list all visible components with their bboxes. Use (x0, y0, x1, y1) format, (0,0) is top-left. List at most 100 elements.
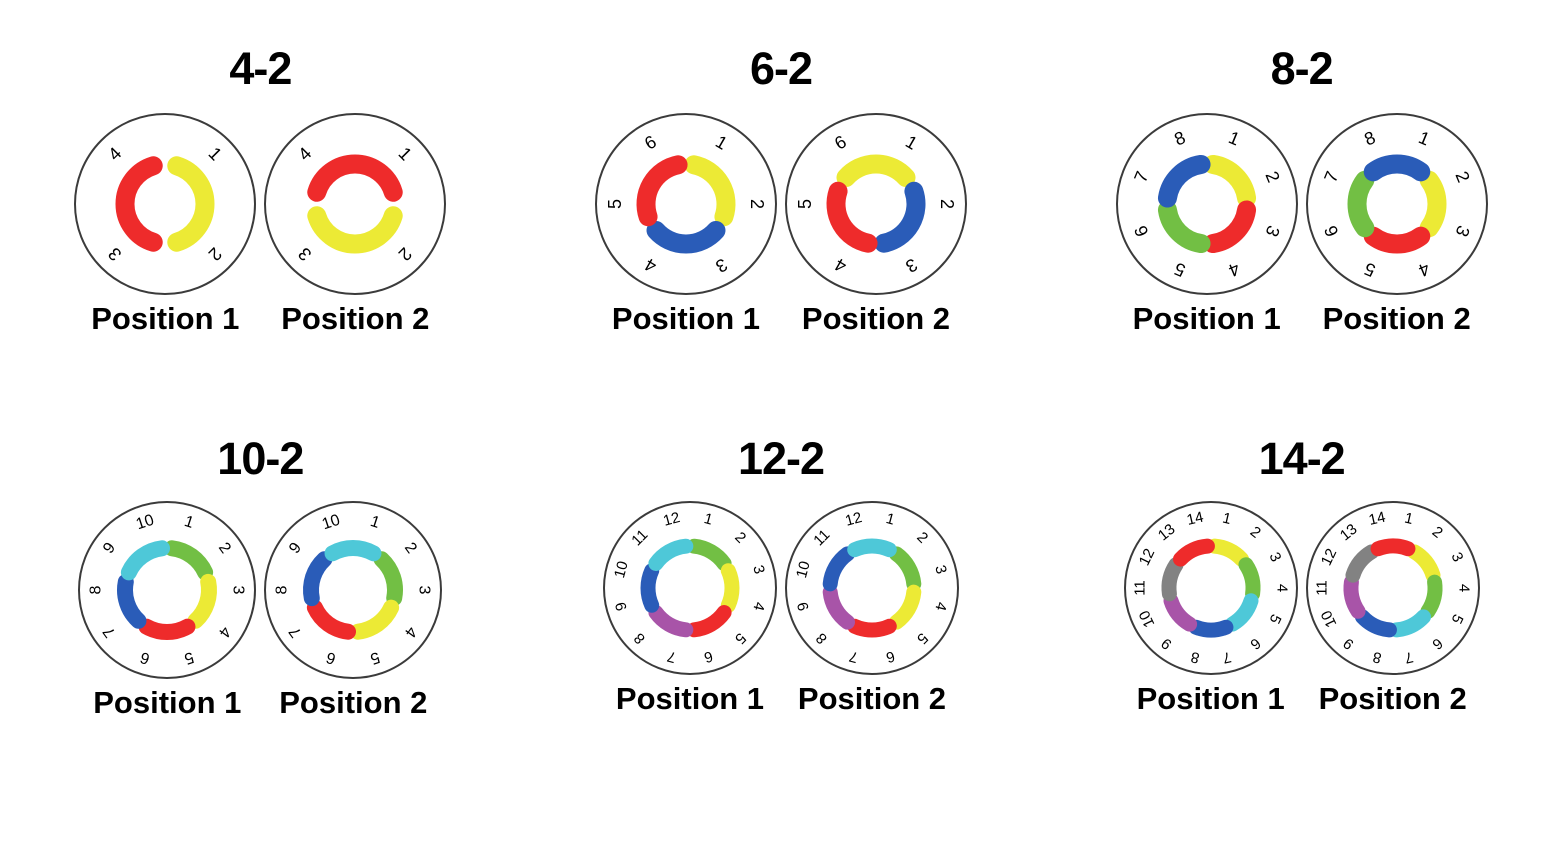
arc-cyan-slot-10-to-1 (121, 540, 171, 581)
arc-cyan-slot-7-to-8 (1388, 609, 1431, 638)
arc-yellow-slot-4-to-5 (187, 573, 218, 629)
slot-label-12: 12 (1317, 546, 1340, 568)
dial-outline-circle (595, 113, 777, 295)
arc-green-slot-2-to-3 (164, 540, 214, 581)
slot-label-10: 10 (320, 512, 342, 534)
slot-label-1: 1 (1403, 510, 1415, 528)
arc-blue-slot-1-to-2 (1363, 154, 1430, 182)
arc-blue-slot-10-to-11 (640, 563, 660, 613)
slot-label-8: 8 (1371, 648, 1383, 666)
slot-label-3: 3 (416, 586, 433, 595)
arc-blue-slot-3-to-4 (874, 181, 926, 253)
arc-yellow-slot-2-to-3 (1203, 154, 1256, 208)
panel-title-4-2: 4-2 (229, 43, 292, 94)
slot-label-12: 12 (1135, 546, 1158, 568)
arc-red-slot-5-to-6 (826, 181, 878, 253)
dial-outline-circle (1115, 113, 1298, 295)
dial-caption: Position 1 (91, 301, 240, 336)
dial-outline-circle (264, 113, 447, 295)
arc-green-slot-2-to-3 (686, 538, 732, 571)
slot-label-8: 8 (88, 585, 105, 594)
arc-yellow-slot-3-to-4 (1406, 544, 1441, 583)
arc-red-slot-6-to-7 (138, 618, 196, 640)
slot-label-4: 4 (1455, 584, 1472, 592)
slot-label-10: 10 (1317, 608, 1340, 630)
arc-red-slot-6-to-7 (686, 605, 732, 638)
arc-red-slot-4-to-1 (115, 156, 164, 252)
slot-label-10: 10 (611, 559, 632, 580)
slot-label-7: 7 (1403, 648, 1415, 666)
dial-caption: Position 2 (797, 681, 947, 716)
dial-caption: Position 2 (281, 301, 430, 336)
arc-yellow-slot-4-to-5 (720, 563, 740, 613)
arc-purple-slot-9-to-10 (822, 584, 855, 630)
arc-yellow-slot-2-to-3 (1206, 538, 1249, 567)
arc-green-slot-4-to-5 (1238, 557, 1261, 602)
dial-outline-circle (1305, 501, 1480, 675)
dial-caption: Position 2 (1318, 681, 1467, 716)
dial-caption: Position 2 (801, 301, 951, 336)
arc-blue-slot-8-to-1 (1157, 154, 1211, 208)
slot-label-10: 10 (793, 559, 814, 580)
slot-label-8: 8 (274, 585, 291, 594)
slot-label-12: 12 (843, 509, 864, 530)
slot-label-11: 11 (1131, 580, 1148, 596)
dial-caption: Position 1 (615, 681, 765, 716)
dial-caption: Position 1 (611, 301, 761, 336)
slot-label-5: 5 (795, 199, 815, 209)
arc-red-slot-1-to-2 (307, 154, 404, 202)
slot-label-12: 12 (661, 509, 682, 530)
slot-label-14: 14 (1185, 509, 1205, 529)
dial-outline-circle (785, 501, 959, 675)
slot-label-10: 10 (134, 512, 156, 534)
dial-outline-circle (78, 501, 257, 679)
arc-red-slot-5-to-6 (1363, 226, 1430, 254)
arc-green-slot-3-to-4 (889, 546, 922, 592)
slot-label-7: 7 (1221, 648, 1233, 666)
panel-title-14-2: 14-2 (1258, 433, 1346, 484)
arc-red-slot-7-to-8 (847, 618, 897, 638)
slot-label-10: 10 (1135, 608, 1158, 630)
dial-outline-circle (74, 113, 257, 295)
dial-caption: Position 2 (1322, 301, 1471, 336)
slot-label-1: 1 (1221, 510, 1233, 528)
dial-outline-circle (264, 501, 443, 679)
dial-caption: Position 1 (93, 685, 242, 720)
arc-yellow-slot-5-to-6 (350, 599, 400, 640)
arc-green-slot-5-to-6 (1420, 574, 1443, 619)
arc-yellow-slot-3-to-4 (1419, 170, 1447, 238)
panel-title-12-2: 12-2 (737, 433, 825, 484)
dial-caption: Position 2 (279, 685, 428, 720)
arc-purple-slot-10-to-11 (1163, 593, 1197, 632)
arc-blue-slot-9-to-10 (303, 551, 333, 607)
arc-cyan-slot-12-to-1 (648, 538, 694, 571)
arc-blue-slot-8-to-9 (117, 573, 147, 629)
